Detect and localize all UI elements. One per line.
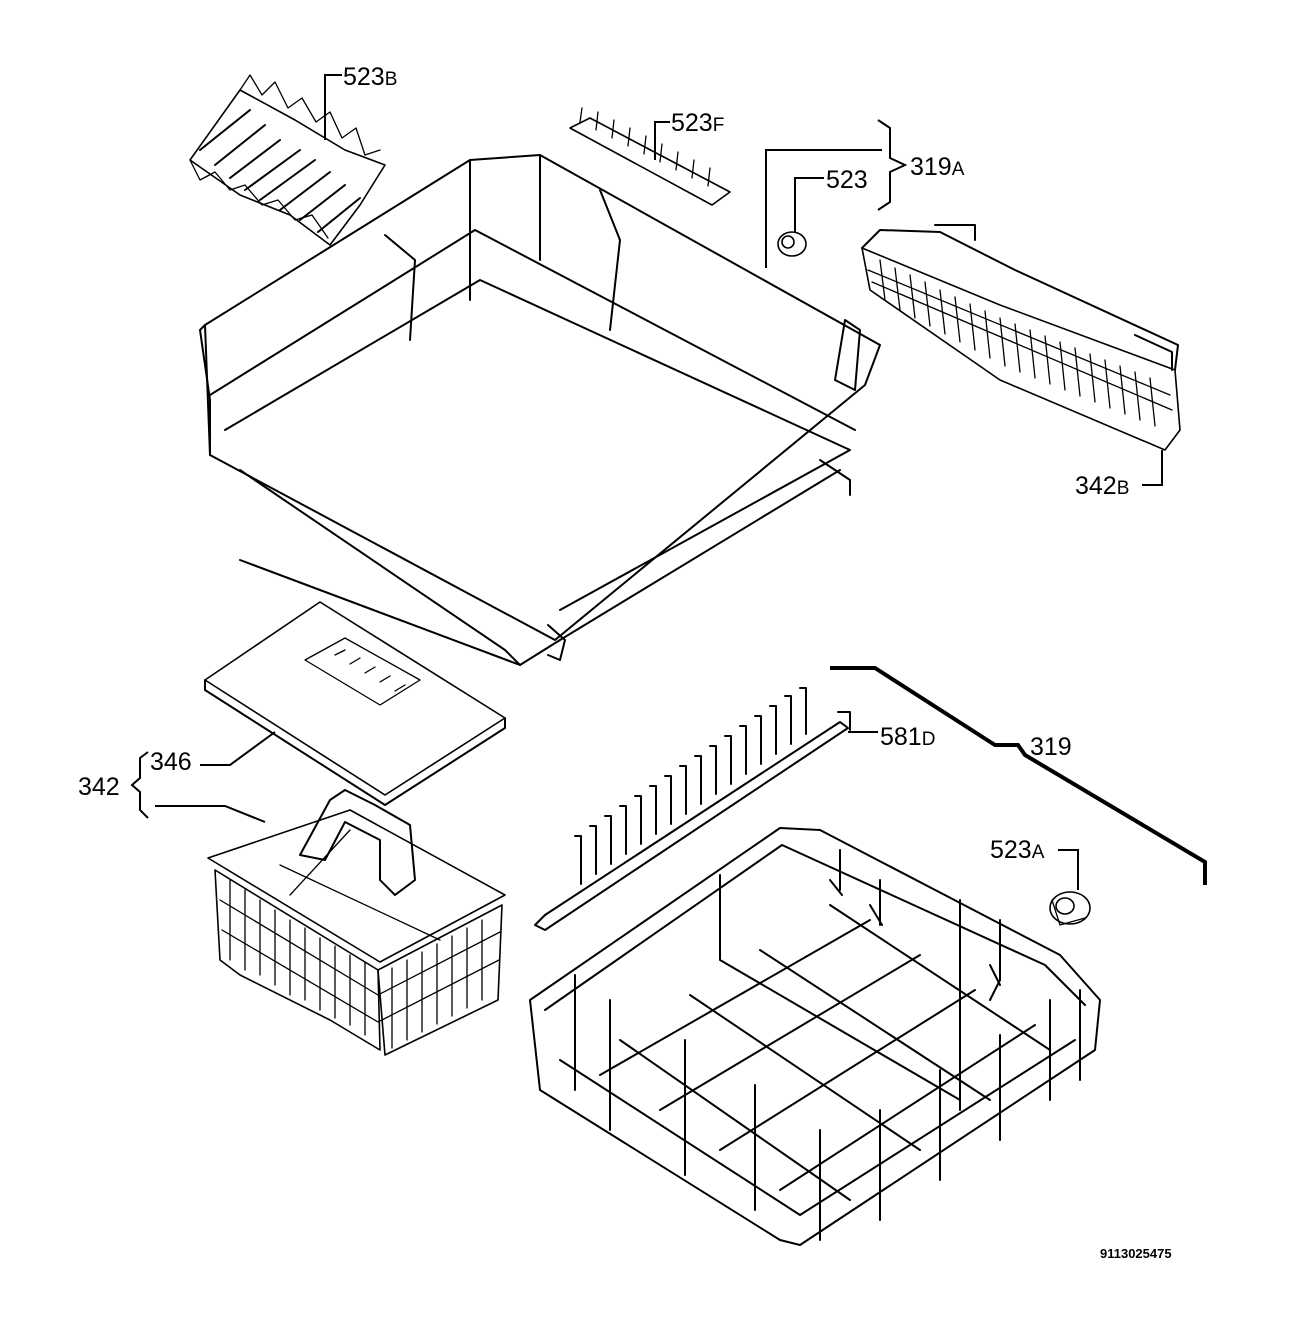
callout-number: 319 — [910, 153, 952, 181]
callout-suffix: D — [922, 729, 936, 750]
callout-number: 523 — [671, 109, 713, 137]
svg-text:523A: 523A — [990, 836, 1045, 864]
callout-523a: 523A — [990, 836, 1079, 890]
callout-suffix: B — [385, 69, 398, 90]
svg-text:342: 342 — [78, 773, 120, 801]
callout-523f: 523F — [654, 109, 724, 160]
callout-319a: 319A — [765, 119, 965, 268]
callout-number: 342 — [78, 773, 120, 801]
callout-number: 523 — [826, 166, 868, 194]
callout-suffix: A — [952, 159, 965, 180]
part-523-wheel — [777, 231, 807, 257]
callout-523b: 523B — [324, 63, 397, 140]
document-number: 9113025475 — [1100, 1246, 1172, 1261]
svg-text:342B: 342B — [1075, 472, 1129, 500]
callout-581d: 581D — [848, 723, 935, 751]
callout-suffix: B — [1117, 478, 1130, 499]
callout-number: 319 — [1030, 733, 1072, 761]
callout-346: 346 — [150, 731, 276, 776]
part-523f-comb-strip — [569, 107, 731, 206]
callout-number: 523 — [990, 836, 1032, 864]
callout-319: 319 — [830, 666, 1207, 885]
part-342b-side-basket — [861, 224, 1181, 451]
part-523a-wheel — [1049, 891, 1091, 926]
svg-text:523: 523 — [826, 166, 868, 194]
callout-number: 523 — [343, 63, 385, 91]
callout-suffix: F — [713, 115, 725, 136]
svg-text:319: 319 — [1030, 733, 1072, 761]
callout-number: 342 — [1075, 472, 1117, 500]
callout-342b: 342B — [1075, 450, 1163, 500]
callout-suffix: A — [1032, 842, 1045, 863]
callout-342: 342 — [78, 751, 266, 823]
part-346-cutlery-grid — [204, 601, 506, 806]
part-581d-tine-rack — [534, 687, 851, 931]
upper-basket — [199, 154, 881, 666]
lower-basket — [529, 827, 1101, 1246]
svg-text:346: 346 — [150, 748, 192, 776]
part-342-cutlery-basket — [207, 789, 506, 1056]
svg-text:581D: 581D — [880, 723, 935, 751]
svg-text:523F: 523F — [671, 109, 724, 137]
svg-text:319A: 319A — [910, 153, 965, 181]
svg-text:523B: 523B — [343, 63, 397, 91]
callout-number: 346 — [150, 748, 192, 776]
callout-number: 581 — [880, 723, 922, 751]
callout-523: 523 — [794, 166, 868, 232]
part-523b-cup-rack — [189, 74, 386, 246]
